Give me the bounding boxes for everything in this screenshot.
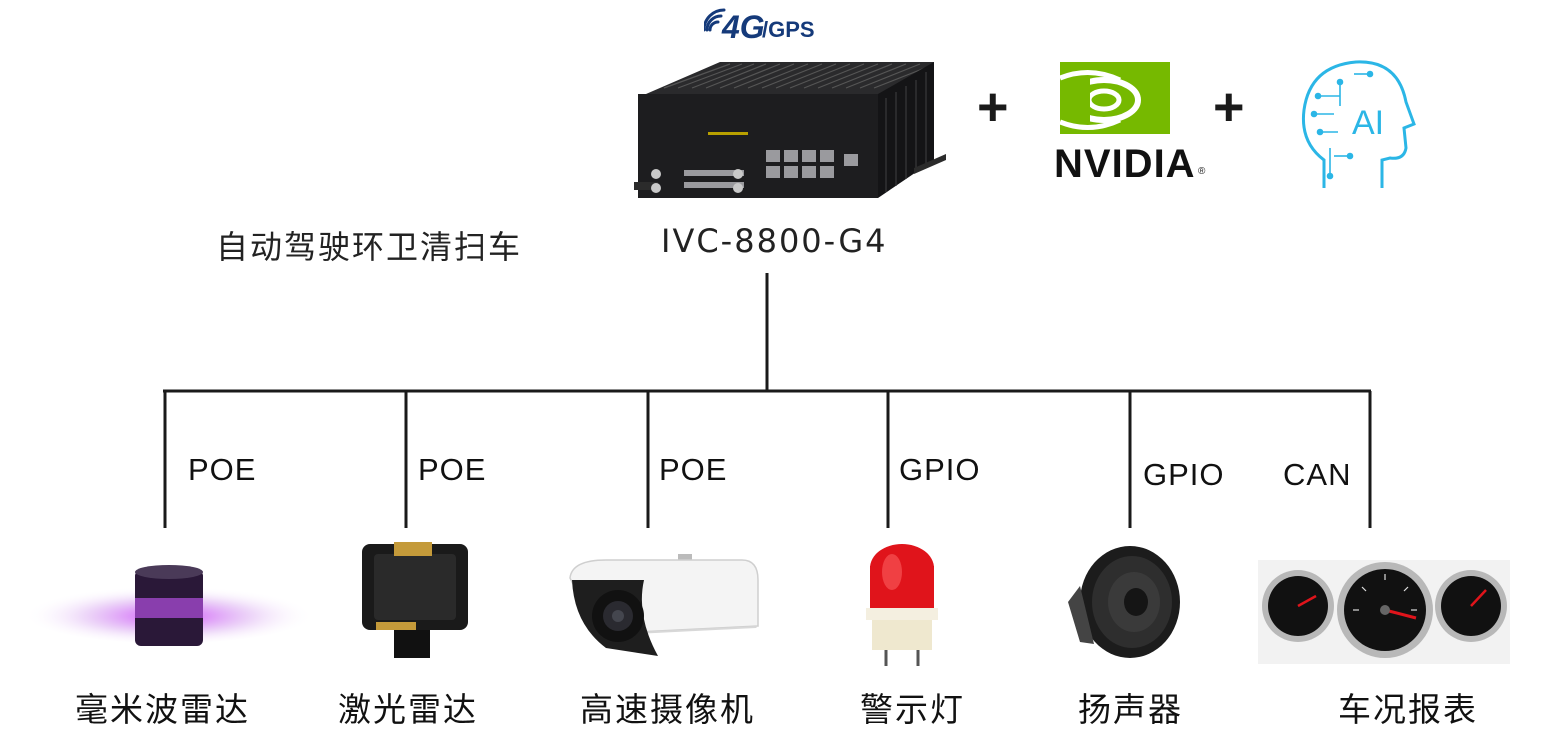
device-name-2: 激光雷达	[338, 690, 478, 729]
connection-label-3: POE	[659, 452, 728, 487]
ai-head-icon: AI	[1301, 60, 1416, 188]
nvidia-wordmark: NVIDIA	[1054, 142, 1196, 186]
device-name-1: 毫米波雷达	[75, 690, 250, 729]
device-name-6: 车况报表	[1338, 690, 1478, 729]
application-label: 自动驾驶环卫清扫车	[216, 228, 523, 266]
warning-light-icon	[866, 544, 938, 666]
ai-label: AI	[1352, 104, 1384, 142]
registered-mark: ®	[1198, 166, 1206, 177]
signal-icon	[704, 8, 726, 32]
gauges-icon	[1258, 560, 1510, 664]
plus-sign-1: +	[977, 77, 1009, 137]
badge-4g: 4G	[722, 9, 765, 45]
nvidia-logo-icon	[1060, 62, 1170, 134]
plus-sign-2: +	[1213, 77, 1245, 137]
connection-label-4: GPIO	[899, 452, 981, 487]
connection-label-2: POE	[418, 452, 487, 487]
speaker-icon	[1068, 546, 1180, 658]
computer-icon	[634, 62, 946, 198]
device-name-4: 警示灯	[860, 690, 965, 729]
model-label: IVC-8800-G4	[661, 222, 888, 260]
connection-label-1: POE	[188, 452, 257, 487]
lidar-icon	[362, 542, 468, 658]
connection-label-5: GPIO	[1143, 457, 1225, 492]
camera-icon	[569, 554, 759, 656]
radar-icon	[24, 565, 314, 646]
badge-gps: /GPS	[762, 17, 815, 42]
device-name-3: 高速摄像机	[580, 690, 755, 729]
device-name-5: 扬声器	[1078, 690, 1183, 729]
connection-label-6: CAN	[1283, 457, 1352, 492]
